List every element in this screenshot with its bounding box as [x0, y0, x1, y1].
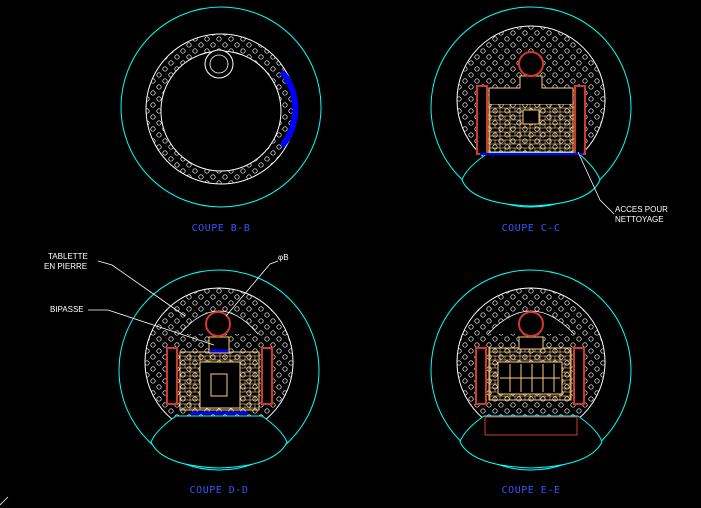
- cap-block: [518, 336, 544, 350]
- lower-opening: [461, 152, 601, 207]
- bipass-block: [208, 336, 230, 354]
- caption-e: COUPE E-E: [502, 485, 561, 496]
- outer-circle: [118, 269, 320, 471]
- base-slab: [484, 416, 578, 436]
- outer-circle: [430, 6, 632, 208]
- label-bipasse: BIPASSE: [50, 305, 84, 314]
- section-c-c: ACCES POUR NETTOYAGE COUPE C-C: [430, 6, 668, 234]
- section-d-d: TABLETTE EN PIERRE BIPASSE φB COUPE D-D: [44, 252, 320, 496]
- left-wall: [476, 85, 488, 155]
- caption-b: COUPE B-B: [192, 223, 251, 234]
- inner-chamber: [199, 361, 241, 409]
- pipe-circle: [205, 311, 231, 337]
- label-acces: ACCES POUR: [615, 205, 668, 214]
- leader-tablette: [97, 260, 186, 317]
- left-wall: [166, 347, 178, 405]
- caption-c: COUPE C-C: [502, 223, 561, 234]
- outer-circle: [120, 6, 322, 208]
- inspection-hole: [522, 109, 540, 125]
- right-wall: [261, 347, 273, 405]
- lower-opening: [150, 415, 288, 469]
- section-b-b: COUPE B-B: [120, 6, 322, 234]
- grate-bars: [500, 364, 560, 392]
- outer-circle: [430, 269, 632, 471]
- label-tablette-2: EN PIERRE: [44, 262, 87, 271]
- pipe-circle: [518, 311, 544, 337]
- leader-diameter: [225, 260, 279, 317]
- label-diameter: φB: [278, 253, 289, 262]
- blue-arc: [279, 70, 299, 148]
- caption-d: COUPE D-D: [190, 485, 249, 496]
- leader-acces: [577, 151, 615, 215]
- corner-mark: [0, 496, 9, 506]
- right-wall: [574, 85, 586, 155]
- pipe-circle: [204, 49, 234, 79]
- pipe-inner: [209, 54, 229, 74]
- right-wall: [573, 347, 585, 405]
- inner-box: [210, 373, 228, 397]
- pipe-circle: [518, 51, 544, 77]
- left-wall: [475, 347, 487, 405]
- section-e-e: COUPE E-E: [430, 269, 632, 496]
- label-nettoyage: NETTOYAGE: [615, 215, 664, 224]
- leader-bipasse: [88, 309, 215, 346]
- label-tablette-1: TABLETTE: [48, 252, 88, 261]
- pebble-ring: [145, 33, 297, 185]
